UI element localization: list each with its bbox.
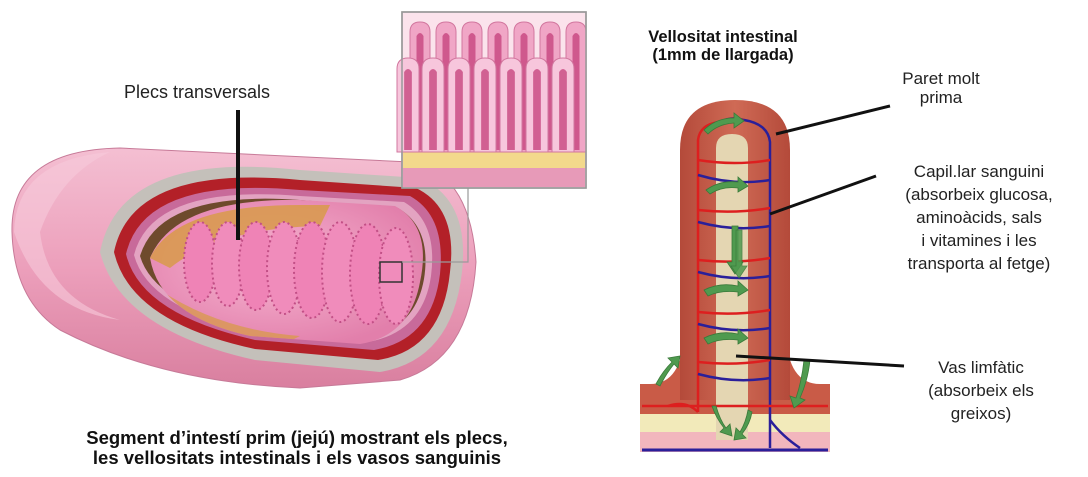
microvillus-core (455, 69, 463, 150)
microvillus-core (481, 69, 489, 150)
villus-title-line2: (1mm de llargada) (612, 46, 834, 64)
microvillus-core (429, 69, 437, 150)
microvillus-core (533, 69, 541, 150)
paret-label-line1: Paret molt (876, 70, 1006, 89)
lymph-vessel-label: Vas limfàtic (absorbeix els greixos) (906, 356, 1056, 425)
paret-label-line2: prima (876, 89, 1006, 108)
segment-caption: Segment d’intestí prim (jejú) mostrant e… (12, 428, 582, 469)
microvilli-group (397, 22, 586, 152)
lymph-vessel-label-line: (absorbeix els (906, 379, 1056, 402)
lymph-vessel-label-line: greixos) (906, 402, 1056, 425)
microvillus-core (559, 69, 567, 150)
paret-label: Paret molt prima (876, 70, 1006, 107)
segment-caption-line2: les vellositats intestinals i els vasos … (12, 448, 582, 468)
capillary-label-line: aminoàcids, sals (872, 206, 1086, 229)
fold (379, 228, 413, 324)
villus-diagram (640, 100, 830, 452)
capillary-label-line: i vitamines i les (872, 229, 1086, 252)
paret-pointer-line (776, 106, 890, 134)
capillary-label: Capil.lar sanguini (absorbeix glucosa, a… (872, 160, 1086, 276)
fold (184, 222, 216, 302)
villus-title-line1: Vellositat intestinal (612, 28, 834, 46)
villus-title: Vellositat intestinal (1mm de llargada) (612, 28, 834, 64)
microvillus-core (507, 69, 515, 150)
capillary-label-line: transporta al fetge) (872, 252, 1086, 275)
villi-inset (397, 12, 586, 188)
lymph-vessel-label-line: Vas limfàtic (906, 356, 1056, 379)
capillary-label-line: Capil.lar sanguini (872, 160, 1086, 183)
segment-caption-line1: Segment d’intestí prim (jejú) mostrant e… (12, 428, 582, 448)
microvillus-core (404, 69, 412, 150)
capillary-label-line: (absorbeix glucosa, (872, 183, 1086, 206)
plecs-label: Plecs transversals (124, 82, 270, 103)
